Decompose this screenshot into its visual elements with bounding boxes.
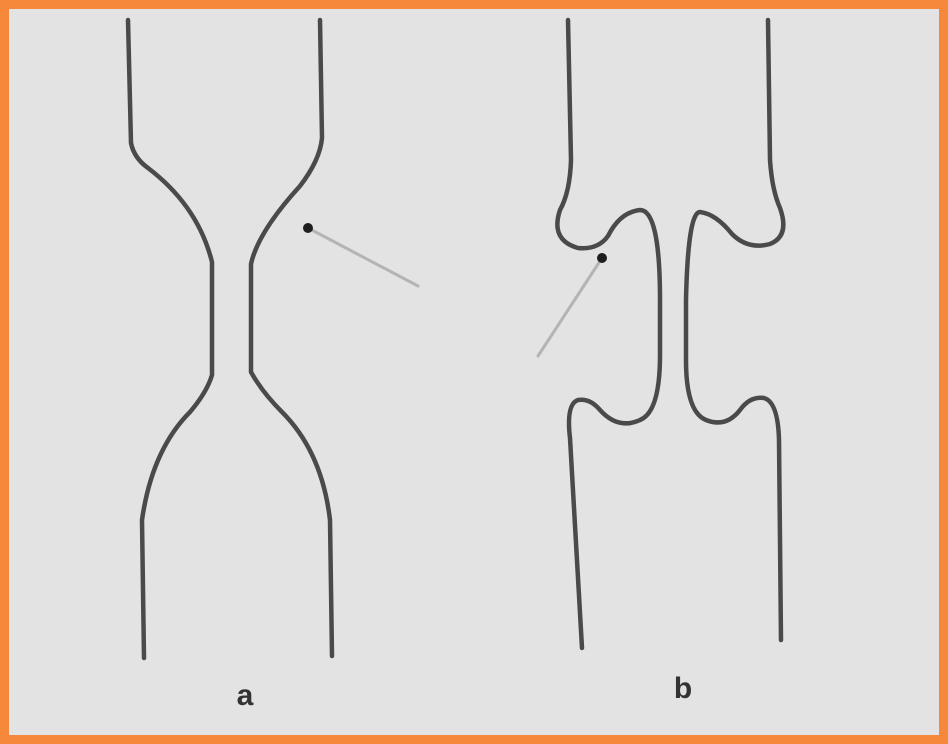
panel-b-upper-right-outline — [686, 20, 783, 640]
panel-b-pointer-dot — [597, 253, 607, 263]
panel-b-upper-left-outline — [557, 20, 660, 648]
panel-a-label: a — [237, 679, 254, 712]
panel-a-right-outline — [251, 20, 332, 656]
panel-b-label: b — [674, 672, 692, 705]
panel-b: b — [538, 20, 783, 705]
panel-a: a — [128, 20, 418, 712]
panel-a-pointer-dot — [303, 223, 313, 233]
panel-b-pointer-line — [538, 258, 602, 356]
panel-a-left-outline — [128, 20, 212, 658]
panel-a-pointer-line — [308, 228, 418, 286]
